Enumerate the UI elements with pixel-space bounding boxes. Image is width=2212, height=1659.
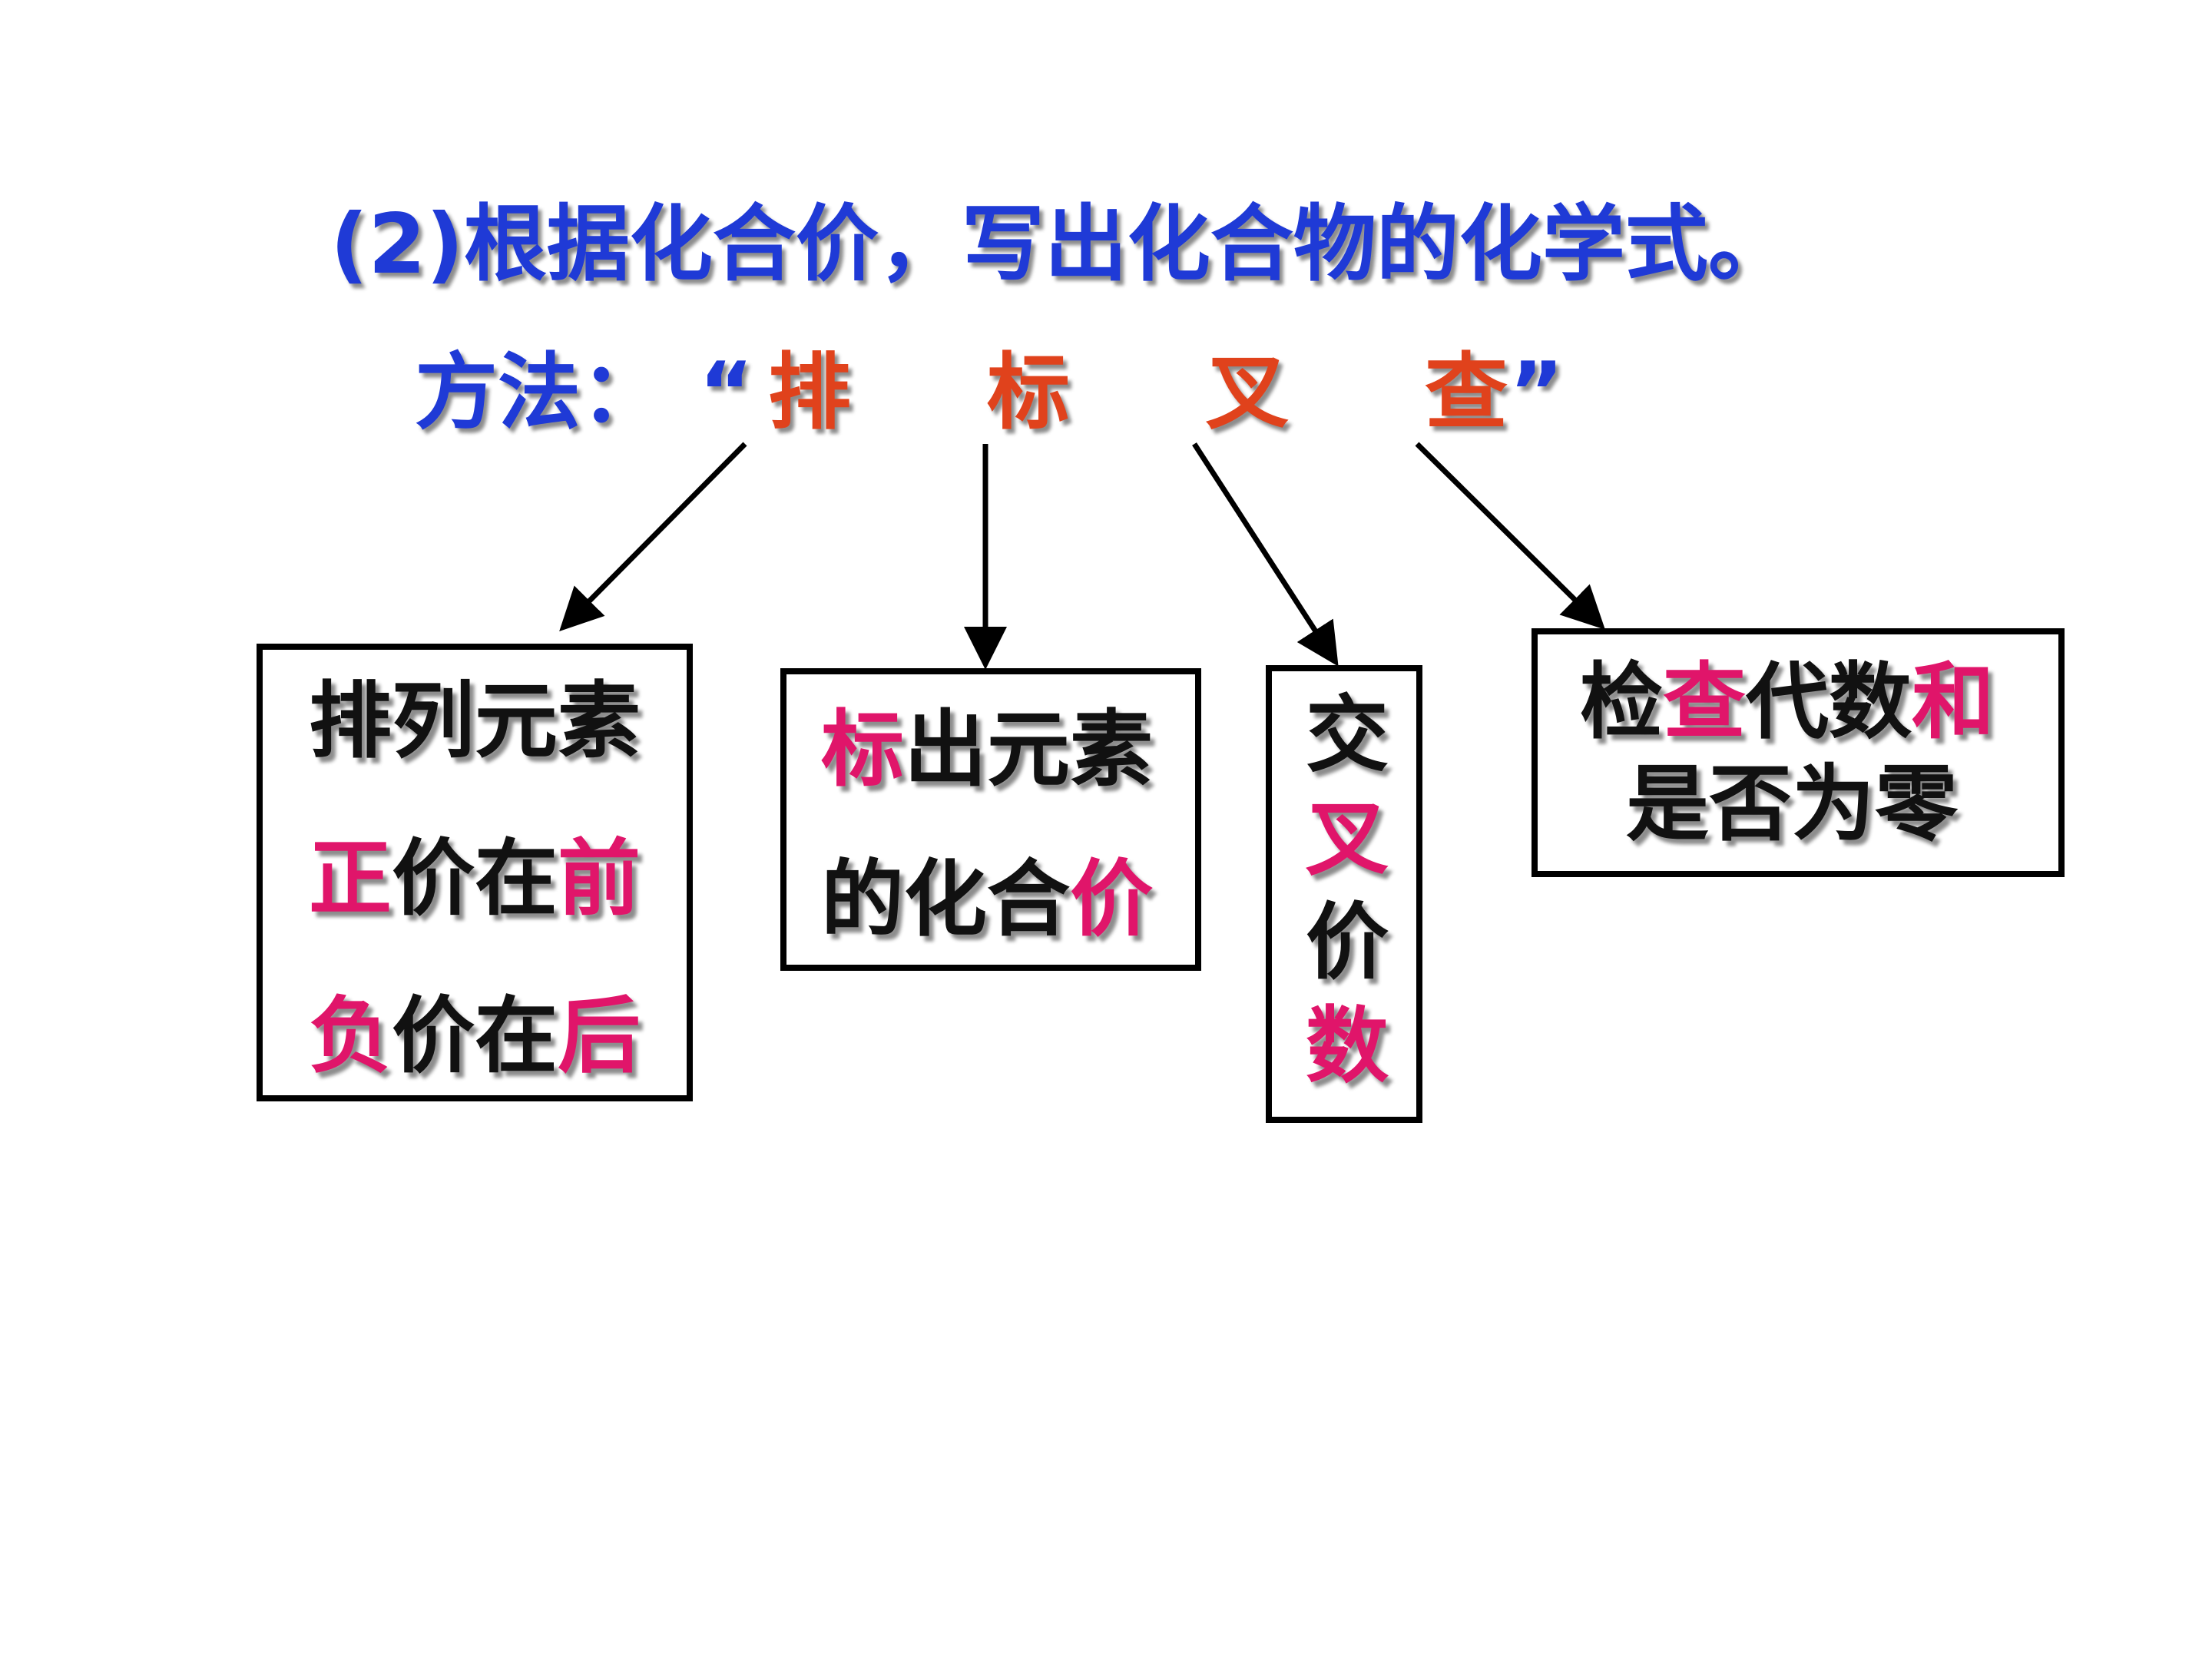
arrange-line-2: 正价在前 <box>309 838 641 921</box>
slide-title: (2)根据化合价，写出化合物的化学式。 <box>330 197 1791 293</box>
plain-text: 交 <box>1306 687 1389 783</box>
highlight-char: 后 <box>558 988 641 1084</box>
open-quote: “ <box>699 345 753 441</box>
highlight-char: 数 <box>1306 998 1389 1094</box>
plain-text: 的化合 <box>821 852 1071 948</box>
check-line-1: 检查代数和 <box>1580 661 1995 744</box>
arrange-line-3: 负价在后 <box>309 995 641 1078</box>
step-arrange: 排 <box>768 345 852 441</box>
arrange-box: 排列元素 正价在前 负价在后 <box>257 644 693 1101</box>
plain-text: 代数 <box>1746 654 1912 750</box>
plain-text: 检 <box>1580 654 1664 750</box>
mark-line-1: 标出元素 <box>821 709 1153 792</box>
mark-line-2: 的化合价 <box>821 859 1153 942</box>
close-quote: ” <box>1509 345 1564 441</box>
highlight-char: 查 <box>1663 654 1747 750</box>
arrow-to-cross-box <box>1192 442 1339 667</box>
arrow-to-arrange-box <box>559 442 747 631</box>
highlight-char: 叉 <box>1306 791 1389 887</box>
check-box: 检查代数和 是否为零 <box>1532 628 2065 877</box>
step-mark: 标 <box>987 345 1071 441</box>
highlight-char: 负 <box>309 988 392 1084</box>
arrange-line-1-text: 排列元素 <box>309 674 641 770</box>
cross-line-3: 价 <box>1306 902 1389 985</box>
mark-box: 标出元素 的化合价 <box>780 668 1201 971</box>
cross-box: 交 叉 价 数 <box>1266 665 1422 1123</box>
arrow-to-check-box <box>1415 442 1605 630</box>
plain-text: 价在 <box>392 831 558 927</box>
plain-text: 是否为零 <box>1626 757 1959 853</box>
highlight-char: 标 <box>821 702 905 798</box>
plain-text: 价 <box>1306 895 1389 991</box>
plain-text: 价在 <box>392 988 558 1084</box>
check-line-2: 是否为零 <box>1626 763 1958 846</box>
highlight-char: 价 <box>1070 852 1154 948</box>
step-cross: 叉 <box>1206 345 1290 441</box>
cross-line-2: 叉 <box>1306 798 1389 881</box>
cross-line-4: 数 <box>1306 1005 1389 1088</box>
plain-text: 出元素 <box>904 702 1154 798</box>
highlight-char: 和 <box>1912 654 1995 750</box>
arrange-line-1: 排列元素 <box>309 680 641 763</box>
highlight-char: 前 <box>558 831 641 927</box>
highlight-char: 正 <box>309 831 392 927</box>
cross-line-1: 交 <box>1306 694 1389 777</box>
step-check: 查 <box>1425 345 1508 441</box>
method-label: 方法： <box>415 345 664 441</box>
